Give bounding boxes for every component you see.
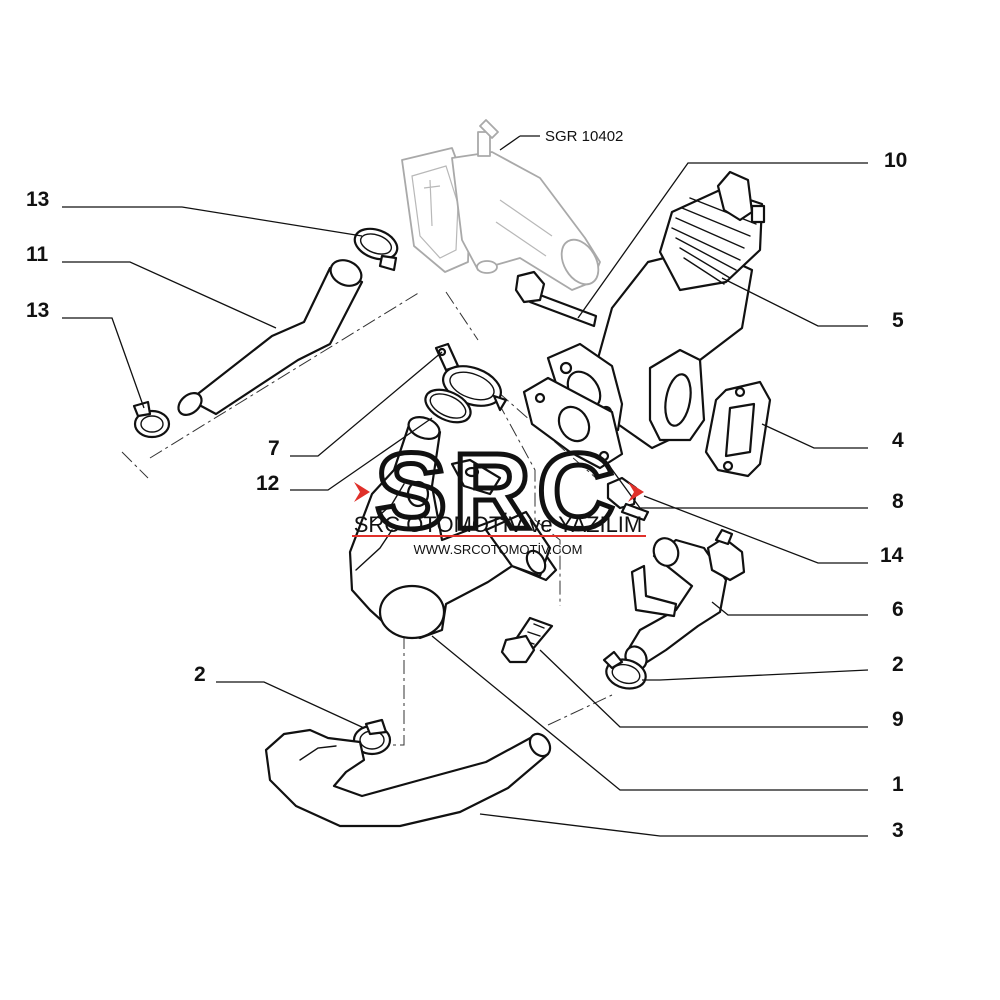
callout-4: 4 [892,429,904,452]
callout-13-top: 13 [26,188,49,211]
callout-6: 6 [892,598,904,621]
assembly-centerlines [121,291,613,746]
callout-8: 8 [892,490,904,513]
thermostat-housing-ghost [401,119,601,291]
hose-clamp-2-left [352,718,392,756]
callout-2-right: 2 [892,653,904,676]
hose-11 [177,259,364,416]
callout-7: 7 [268,437,280,460]
callout-11: 11 [26,243,49,266]
watermark-url: WWW.SRCOTOMOTİV.COM [414,542,583,557]
callout-1: 1 [892,773,904,796]
reference-code: SGR 10402 [545,128,623,145]
hose-3 [264,728,552,828]
callout-3: 3 [892,819,904,842]
bolt-9 [500,616,554,664]
callout-14: 14 [880,544,904,567]
hose-clamp-13-top [353,227,399,272]
gasket-8 [522,376,624,470]
gasket-4 [704,380,772,478]
callout-2-left: 2 [194,663,206,686]
watermark-company-name: SRC OTOMOTİV ve YAZILIM [354,512,643,537]
callout-9: 9 [892,708,904,731]
watermark-accent-right [628,482,644,502]
callout-13-left: 13 [26,299,49,322]
o-ring-12 [424,388,472,424]
bolt-10 [514,270,598,328]
pipe-6 [624,528,746,671]
hose-clamp-2-right [602,650,647,690]
nut-14 [606,476,650,522]
egr-valve [546,170,766,450]
callout-12: 12 [256,472,279,495]
src-watermark: SRC SRC OTOMOTİV ve YAZILIM WWW.SRCOTOMO… [352,428,646,557]
hose-clamp-13-left [132,400,171,439]
callout-10: 10 [884,149,907,172]
leader-lines [62,135,869,837]
watermark-accent-left [354,482,370,502]
pipe-1 [348,416,558,640]
watermark-logo-text: SRC [375,430,621,551]
callout-5: 5 [892,309,904,332]
